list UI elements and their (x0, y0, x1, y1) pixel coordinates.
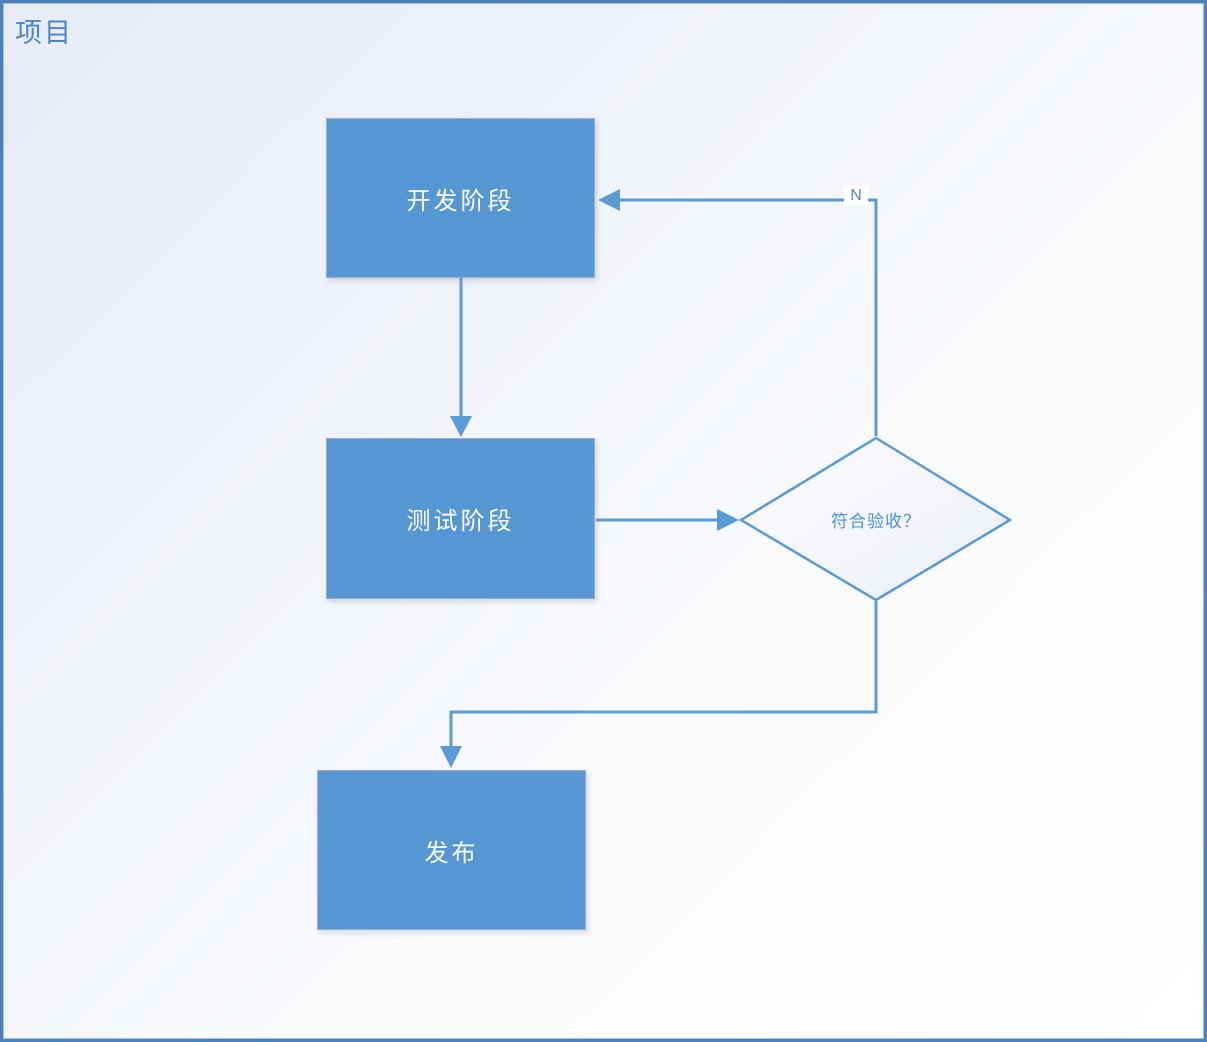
page-title: 项目 (15, 18, 73, 48)
node-release[interactable]: 发布 (317, 770, 586, 930)
connector-layer (440, 189, 1013, 768)
edge-dev-to-test[interactable] (450, 278, 472, 437)
node-release-label: 发布 (424, 839, 479, 867)
arrowhead-right-icon (717, 509, 739, 531)
node-test-label: 测试阶段 (406, 508, 515, 535)
edge-decision-to-release[interactable] (440, 601, 878, 768)
edge-decision-to-dev[interactable] (598, 189, 878, 436)
node-dev-label: 开发阶段 (406, 187, 515, 215)
arrowhead-down-icon (450, 416, 472, 437)
arrowhead-left-icon (598, 189, 620, 211)
node-decision-label: 符合验收？ (831, 512, 921, 531)
edge-label-n: N (844, 186, 868, 206)
edge-test-to-decision[interactable] (596, 509, 739, 531)
node-decision-shape[interactable] (738, 436, 1013, 602)
arrowhead-down-icon (440, 746, 462, 768)
node-test[interactable]: 测试阶段 (326, 438, 595, 599)
node-dev[interactable]: 开发阶段 (326, 118, 595, 278)
